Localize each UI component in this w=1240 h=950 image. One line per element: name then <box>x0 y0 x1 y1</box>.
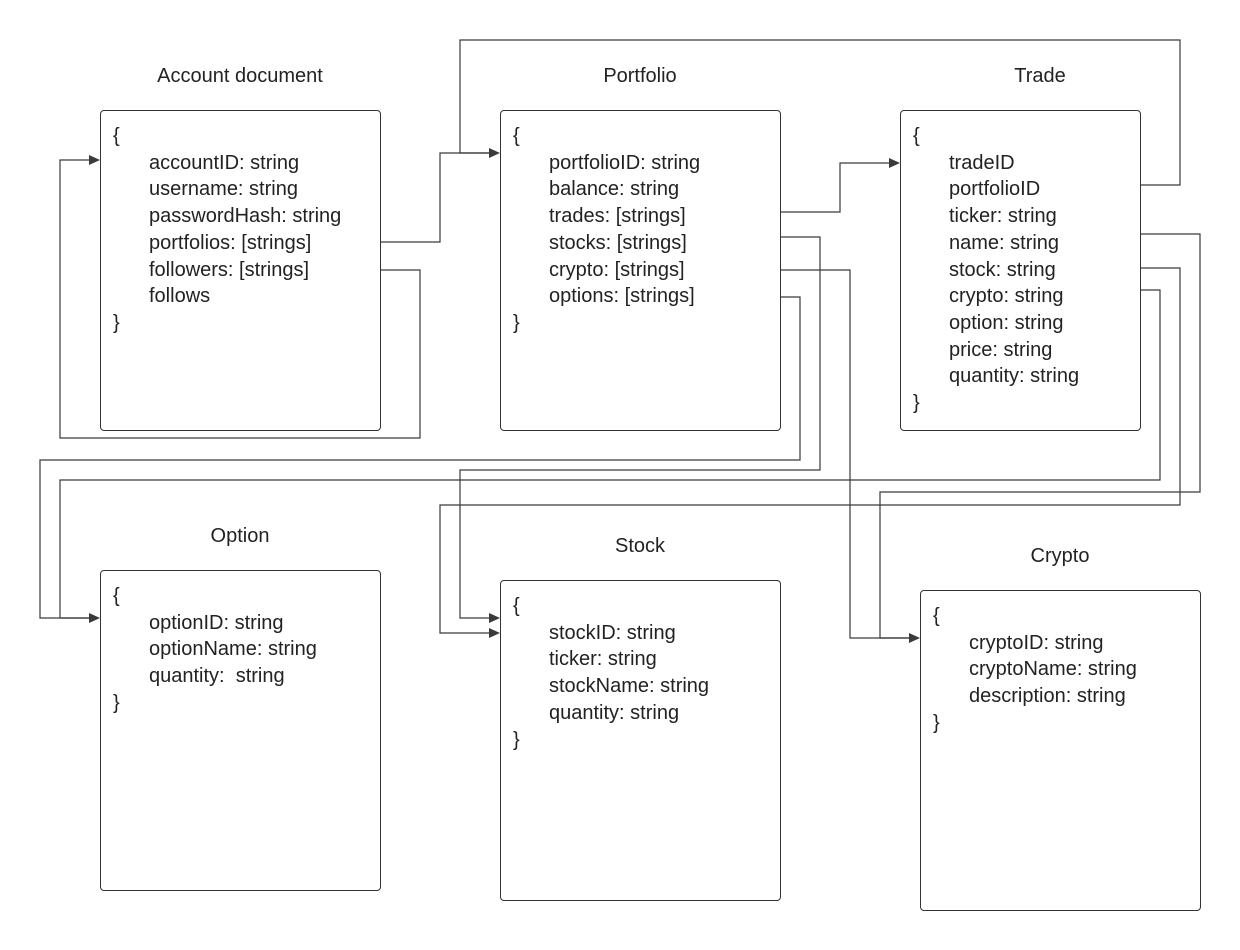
open-brace: { <box>113 125 120 147</box>
arrowhead-portfolio-stock <box>489 613 500 623</box>
option-field-optionname: optionName: string <box>149 638 317 661</box>
portfolio-field-list: portfolioID: string balance: string trad… <box>513 150 700 310</box>
arrowhead-portfolio-trade <box>889 158 900 168</box>
crypto-field-cryptoname: cryptoName: string <box>969 658 1137 681</box>
stock-field-stockid: stockID: string <box>549 621 676 644</box>
connector-trade-to-crypto <box>879 233 1201 639</box>
connector-trade-to-stock <box>439 267 1181 634</box>
crypto-field-list: cryptoID: string cryptoName: string desc… <box>933 630 1137 710</box>
open-brace: { <box>113 585 120 607</box>
close-brace: } <box>113 311 120 334</box>
trade-field-tradeid: tradeID <box>949 151 1015 174</box>
account-field-username: username: string <box>149 178 298 201</box>
portfolio-field-portfolioid: portfolioID: string <box>549 151 701 174</box>
connector-trade-to-portfolio <box>459 39 1181 186</box>
trade-field-ticker: ticker: string <box>949 205 1057 228</box>
portfolio-title: Portfolio <box>603 65 677 87</box>
portfolio-field-crypto: crypto: [strings] <box>549 258 685 281</box>
close-brace: } <box>513 728 520 751</box>
open-brace: { <box>933 605 940 627</box>
account-field-accountid: accountID: string <box>149 151 300 174</box>
portfolio-field-options: options: [strings] <box>549 285 695 308</box>
arrowhead-portfolio-option <box>89 613 100 623</box>
crypto-body: { cryptoID: string cryptoName: string de… <box>933 603 1137 737</box>
portfolio-field-balance: balance: string <box>549 178 680 201</box>
trade-field-crypto: crypto: string <box>949 285 1064 308</box>
close-brace: } <box>933 711 940 734</box>
option-field-list: optionID: string optionName: string quan… <box>113 610 317 690</box>
trade-field-price: price: string <box>949 338 1053 361</box>
close-brace: } <box>913 392 920 415</box>
arrowhead-portfolio-crypto <box>909 633 920 643</box>
crypto-title: Crypto <box>1030 545 1090 567</box>
arrowhead-trade-stock <box>489 628 500 638</box>
arrowhead-account-followers <box>89 155 100 165</box>
option-title: Option <box>210 525 270 547</box>
open-brace: { <box>513 125 520 147</box>
connector-trade-to-option <box>59 289 1161 619</box>
arrowhead-account-portfolio <box>489 148 500 158</box>
option-field-optionid: optionID: string <box>149 611 284 634</box>
option-field-quantity: quantity: string <box>149 665 285 688</box>
account-field-passwordhash: passwordHash: string <box>149 205 342 228</box>
close-brace: } <box>113 691 120 714</box>
trade-field-stock: stock: string <box>949 258 1056 281</box>
crypto-field-cryptoid: cryptoID: string <box>969 631 1104 654</box>
open-brace: { <box>513 595 520 617</box>
connector-account-to-portfolio <box>380 152 492 243</box>
option-body: { optionID: string optionName: string qu… <box>113 583 317 717</box>
trade-card: { tradeID portfolioID ticker: string nam… <box>900 110 1141 431</box>
option-card: { optionID: string optionName: string qu… <box>100 570 381 891</box>
trade-body: { tradeID portfolioID ticker: string nam… <box>913 123 1079 417</box>
close-brace: } <box>513 311 520 334</box>
account-field-followers: followers: [strings] <box>149 258 310 281</box>
trade-field-name: name: string <box>949 231 1060 254</box>
connector-followers-to-account <box>59 159 421 439</box>
crypto-field-description: description: string <box>969 685 1126 708</box>
stock-field-list: stockID: string ticker: string stockName… <box>513 620 709 727</box>
account-title: Account document <box>157 65 323 87</box>
trade-field-list: tradeID portfolioID ticker: string name:… <box>913 150 1079 390</box>
connector-portfolio-to-trade <box>780 162 892 213</box>
portfolio-card: { portfolioID: string balance: string tr… <box>500 110 781 431</box>
stock-body: { stockID: string ticker: string stockNa… <box>513 593 709 753</box>
crypto-card: { cryptoID: string cryptoName: string de… <box>920 590 1201 911</box>
trade-field-quantity: quantity: string <box>949 365 1080 388</box>
trade-field-portfolioid: portfolioID <box>949 178 1041 201</box>
portfolio-body: { portfolioID: string balance: string tr… <box>513 123 700 337</box>
account-body: { accountID: string username: string pas… <box>113 123 341 337</box>
portfolio-field-stocks: stocks: [strings] <box>549 231 687 254</box>
trade-title: Trade <box>1014 65 1066 87</box>
account-field-follows: follows <box>149 285 211 308</box>
open-brace: { <box>913 125 920 147</box>
account-field-list: accountID: string username: string passw… <box>113 150 341 310</box>
connector-portfolio-to-stock <box>459 236 821 619</box>
stock-field-ticker: ticker: string <box>549 648 657 671</box>
account-field-portfolios: portfolios: [strings] <box>149 231 312 254</box>
stock-title: Stock <box>614 535 666 557</box>
portfolio-field-trades: trades: [strings] <box>549 205 686 228</box>
stock-card: { stockID: string ticker: string stockNa… <box>500 580 781 901</box>
trade-field-option: option: string <box>949 311 1064 334</box>
stock-field-quantity: quantity: string <box>549 701 680 724</box>
connector-portfolio-to-option <box>39 296 801 619</box>
account-card: { accountID: string username: string pas… <box>100 110 381 431</box>
stock-field-stockname: stockName: string <box>549 675 710 698</box>
